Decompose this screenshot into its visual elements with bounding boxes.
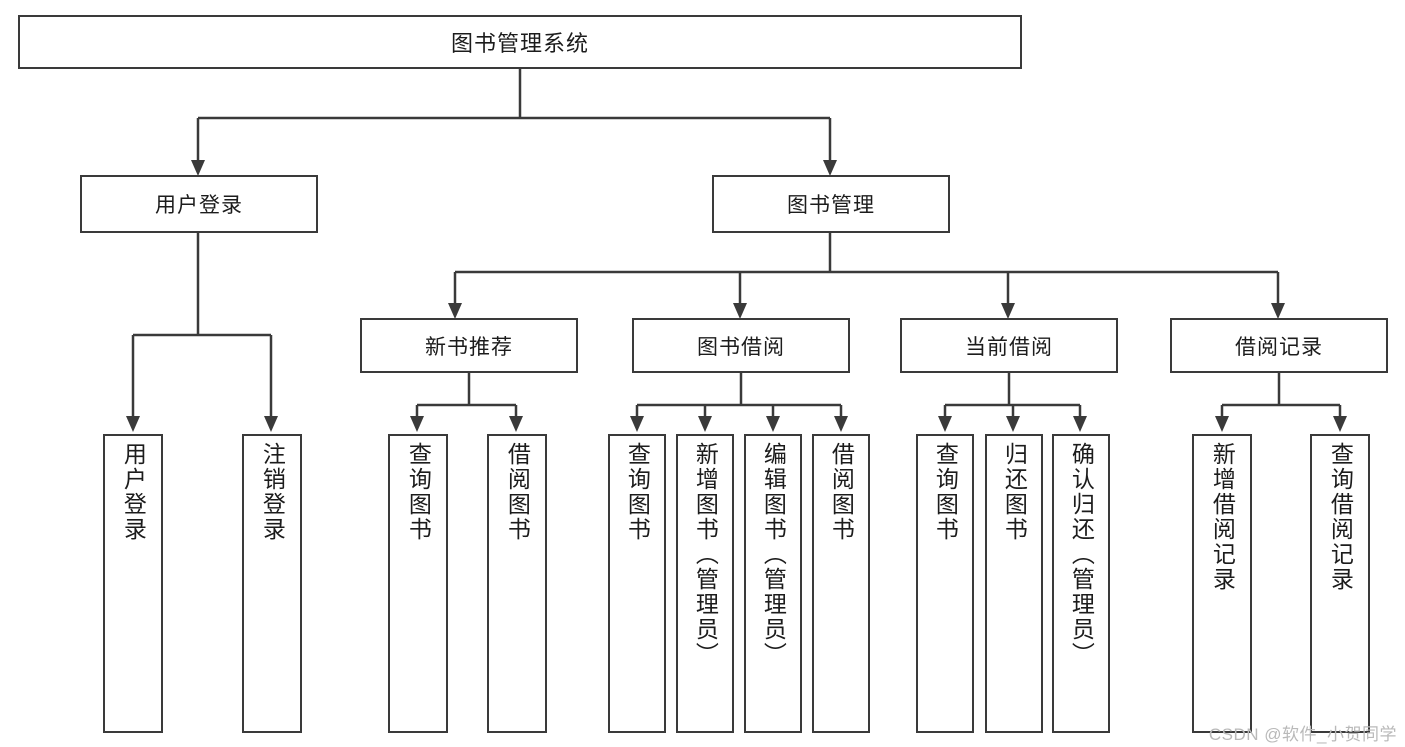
book-manage-arrow-3-head — [1271, 303, 1285, 319]
leaf-add-borrow-record[interactable]: 新增借阅记录 — [1192, 434, 1252, 733]
book-borrow-arrow-1-head — [698, 416, 712, 432]
node-current-borrow-label: 当前借阅 — [965, 335, 1053, 359]
node-user-login-label: 用户登录 — [155, 194, 243, 217]
book-borrow-arrow-0-head — [630, 416, 644, 432]
leaf-confirm-return-admin[interactable]: 确认归还（管理员） — [1052, 434, 1110, 733]
node-book-manage[interactable]: 图书管理 — [712, 175, 950, 233]
node-book-borrow-label: 图书借阅 — [697, 335, 785, 359]
node-borrow-record-label: 借阅记录 — [1235, 335, 1323, 359]
borrow-record-arrow-0-head — [1215, 416, 1229, 432]
user-login-arrow-0-head — [126, 416, 140, 432]
current-borrow-arrow-1-head — [1006, 416, 1020, 432]
leaf-borrow-book-label: 借阅图书 — [828, 442, 855, 542]
node-borrow-record[interactable]: 借阅记录 — [1170, 318, 1388, 373]
root-arrow-0-head — [191, 160, 205, 176]
leaf-logout-login-label: 注销登录 — [259, 442, 286, 542]
node-root-label: 图书管理系统 — [450, 31, 589, 56]
new-book-recommend-arrow-1-head — [509, 416, 523, 432]
book-manage-arrow-1-head — [733, 303, 747, 319]
leaf-add-book-admin[interactable]: 新增图书（管理员） — [676, 434, 734, 733]
leaf-query-book-recommend[interactable]: 查询图书 — [388, 434, 448, 733]
leaf-query-book-current[interactable]: 查询图书 — [916, 434, 974, 733]
leaf-query-book-borrow[interactable]: 查询图书 — [608, 434, 666, 733]
watermark-text: CSDN @软件_小贺同学 — [1208, 725, 1397, 744]
leaf-add-borrow-record-label: 新增借阅记录 — [1209, 442, 1236, 592]
leaf-return-book[interactable]: 归还图书 — [985, 434, 1043, 733]
leaf-query-borrow-record[interactable]: 查询借阅记录 — [1310, 434, 1370, 733]
leaf-edit-book-admin[interactable]: 编辑图书（管理员） — [744, 434, 802, 733]
leaf-query-borrow-record-label: 查询借阅记录 — [1327, 442, 1354, 592]
root-arrow-1-head — [823, 160, 837, 176]
leaf-add-book-admin-label: 新增图书（管理员） — [692, 442, 719, 667]
book-manage-arrow-2-head — [1001, 303, 1015, 319]
book-borrow-arrow-3-head — [834, 416, 848, 432]
node-root[interactable]: 图书管理系统 — [18, 15, 1022, 69]
node-new-book-recommend-label: 新书推荐 — [425, 335, 513, 359]
node-current-borrow[interactable]: 当前借阅 — [900, 318, 1118, 373]
leaf-borrow-book-recommend[interactable]: 借阅图书 — [487, 434, 547, 733]
node-new-book-recommend[interactable]: 新书推荐 — [360, 318, 578, 373]
leaf-borrow-book[interactable]: 借阅图书 — [812, 434, 870, 733]
leaf-user-login[interactable]: 用户登录 — [103, 434, 163, 733]
current-borrow-arrow-2-head — [1073, 416, 1087, 432]
node-book-borrow[interactable]: 图书借阅 — [632, 318, 850, 373]
leaf-return-book-label: 归还图书 — [1001, 442, 1028, 542]
leaf-borrow-book-recommend-label: 借阅图书 — [504, 442, 531, 542]
leaf-logout-login[interactable]: 注销登录 — [242, 434, 302, 733]
leaf-query-book-current-label: 查询图书 — [932, 442, 959, 542]
borrow-record-arrow-1-head — [1333, 416, 1347, 432]
current-borrow-arrow-0-head — [938, 416, 952, 432]
book-manage-arrow-0-head — [448, 303, 462, 319]
leaf-confirm-return-admin-label: 确认归还（管理员） — [1068, 442, 1095, 667]
leaf-user-login-label: 用户登录 — [120, 442, 147, 542]
node-user-login[interactable]: 用户登录 — [80, 175, 318, 233]
book-borrow-arrow-2-head — [766, 416, 780, 432]
leaf-edit-book-admin-label: 编辑图书（管理员） — [760, 442, 787, 667]
leaf-query-book-recommend-label: 查询图书 — [405, 442, 432, 542]
node-book-manage-label: 图书管理 — [787, 194, 875, 217]
leaf-query-book-borrow-label: 查询图书 — [624, 442, 651, 542]
user-login-arrow-1-head — [264, 416, 278, 432]
new-book-recommend-arrow-0-head — [410, 416, 424, 432]
